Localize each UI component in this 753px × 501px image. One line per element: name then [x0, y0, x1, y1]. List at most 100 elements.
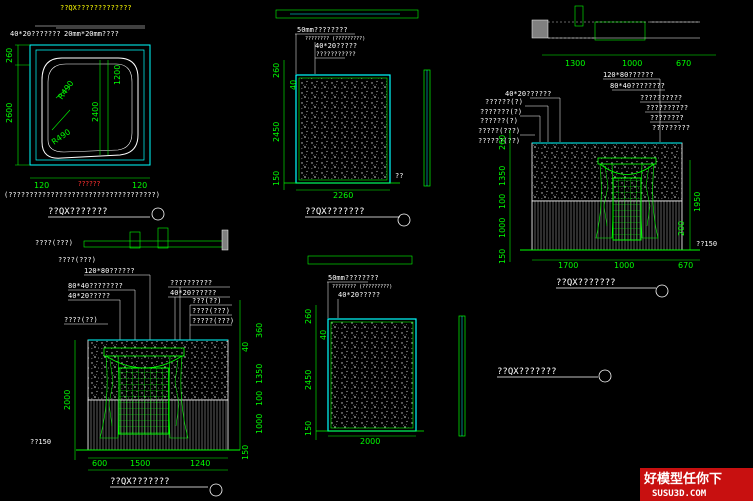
elev-c-dim-1300: 1300 — [565, 59, 585, 68]
watermark: 好模型任你下 SUSU3D.COM — [640, 468, 753, 501]
plan-note-top: ??QX????????????? — [60, 4, 132, 12]
elev-b-top-note: 50mm???????? — [328, 274, 379, 282]
elev-c-right-label-1: ?????????? — [646, 104, 688, 112]
free-title-index — [598, 369, 612, 383]
elev-c-dim-1000b: 1000 — [614, 261, 634, 270]
elev-c-index-mark — [655, 284, 669, 298]
plan-note-2: 40*20??????? — [10, 30, 61, 38]
elev-a-side: ?? — [395, 172, 403, 180]
elev-d-right-3: ????(???) — [192, 307, 230, 315]
elev-b-dim-260: 260 — [304, 309, 313, 324]
elev-d-dim-1500: 1500 — [130, 459, 150, 468]
elev-b-dim-2450: 2450 — [304, 370, 313, 390]
elev-c-dim-670b: 670 — [678, 261, 693, 270]
elev-d-window — [99, 347, 189, 439]
elev-d-right-4: ?????(???) — [192, 317, 234, 325]
elev-d-label-1: 80*40???????? — [68, 282, 123, 290]
plan-index-mark — [151, 207, 165, 221]
elev-c-dim-1000: 1000 — [622, 59, 642, 68]
plan-view: ??QX????????????? 40*20??????? 20mm*20mm… — [4, 4, 165, 221]
elev-c-dim-1000: 1000 — [498, 218, 507, 238]
elev-c-label-0: 120*80?????? — [603, 71, 654, 79]
plan-dim-2600: 2600 — [5, 103, 14, 123]
plan-dim-1200: 1200 — [113, 65, 122, 85]
elev-c-dim-1700: 1700 — [558, 261, 578, 270]
elev-b-dim-150: 150 — [304, 421, 313, 436]
elev-d-dim-360: 360 — [255, 323, 264, 338]
plan-red-label: ?????? — [78, 180, 101, 188]
plan-dim-120-right: 120 — [132, 181, 147, 190]
elev-c-right-label-0: ?????????? — [640, 94, 682, 102]
elev-d-dim-1000: 1000 — [255, 414, 264, 434]
elevation-d: ????(???) ????(???) 120*80?????? 80*40??… — [30, 227, 264, 497]
elev-a-dim-150: 150 — [272, 171, 281, 186]
elev-c-dim-260: 260 — [498, 135, 507, 150]
plan-note-3: 20mm*20mm???? — [64, 30, 119, 38]
elev-c-label-6: ?????(???) — [478, 127, 520, 135]
watermark-line-2: SUSU3D.COM — [652, 489, 707, 499]
elev-d-label-0: 120*80?????? — [84, 267, 135, 275]
plan-dim-120-left: 120 — [34, 181, 49, 190]
elevation-c: 1300 1000 670 120*80?????? 80*40????????… — [478, 5, 717, 298]
elev-d-dim-1240: 1240 — [190, 459, 210, 468]
elev-d-right-0: ?????????? — [170, 279, 212, 287]
elev-d-lab-top2: ????(???) — [58, 256, 96, 264]
watermark-line-1: 好模型任你下 — [643, 471, 722, 487]
elev-b-note-2: 40*20????? — [338, 291, 380, 299]
elev-a-note-3: ??????????? — [316, 51, 356, 58]
elev-c-window — [595, 157, 659, 241]
elev-c-tag: ??150 — [696, 240, 717, 248]
elev-d-dim-1350: 1350 — [255, 364, 264, 384]
plan-bottom-note: (???????????????????????????????????) — [4, 191, 160, 199]
plan-title: ??QX??????? — [48, 207, 108, 217]
plan-r490-bottom: R490 — [50, 127, 72, 146]
plan-r490-top: R490 — [56, 79, 75, 101]
elev-a-title: ??QX??????? — [305, 207, 365, 217]
elevation-b: 50mm???????? ???????? (?????????) 40*20?… — [304, 255, 466, 446]
elev-c-right-label-2: ???????? — [650, 114, 684, 122]
elev-c-dim-200: 200 — [677, 221, 686, 236]
elev-c-dim-150: 150 — [498, 249, 507, 264]
elev-a-note-2: 40*20????? — [315, 42, 357, 50]
elev-b-note-1: ???????? (?????????) — [332, 284, 392, 290]
elev-c-label-3: ??????(?) — [485, 98, 523, 106]
elev-c-dim-670: 670 — [676, 59, 691, 68]
elev-c-label-2: 40*20?????? — [505, 90, 551, 98]
elev-d-dim-40: 40 — [241, 342, 250, 352]
elev-a-note-1: ???????? (?????????) — [305, 36, 365, 42]
elev-a-index-mark — [397, 213, 411, 227]
elev-d-dim-600: 600 — [92, 459, 107, 468]
elev-d-lab-top: ????(???) — [35, 239, 73, 247]
elev-a-dim-2260: 2260 — [333, 191, 353, 200]
elev-c-dim-100: 100 — [498, 194, 507, 209]
elev-c-title: ??QX??????? — [556, 278, 616, 288]
elev-d-right-2: ???(??) — [192, 297, 222, 305]
elev-d-title: ??QX??????? — [110, 477, 170, 487]
elev-c-right-label-3: ????????? — [652, 124, 690, 132]
elev-d-dim-2000: 2000 — [63, 390, 72, 410]
elev-a-top-note: 50mm???????? — [297, 26, 348, 34]
elev-c-label-7: ??????(??) — [478, 137, 520, 145]
elev-c-label-5: ??????(?) — [480, 117, 518, 125]
free-title: ??QX??????? — [497, 367, 612, 383]
elev-d-dim-150: 150 — [241, 445, 250, 460]
elev-a-dim-260: 260 — [272, 63, 281, 78]
plan-dim-2400: 2400 — [91, 102, 100, 122]
elev-d-right-1: 40*20?????? — [170, 289, 216, 297]
elev-a-dim-2450: 2450 — [272, 122, 281, 142]
elev-d-dim-100: 100 — [255, 391, 264, 406]
free-title-text: ??QX??????? — [497, 367, 557, 377]
elev-d-label-2: 40*20????? — [68, 292, 110, 300]
elev-d-tag: ??150 — [30, 438, 51, 446]
elev-c-dim-1350: 1350 — [498, 166, 507, 186]
elev-c-dim-1950: 1950 — [693, 192, 702, 212]
elev-d-label-3: ????(??) — [64, 316, 98, 324]
elev-a-dim-40: 40 — [289, 80, 298, 90]
elev-c-label-4: ???????(?) — [480, 108, 522, 116]
elev-b-dim-2000: 2000 — [360, 437, 380, 446]
elev-b-dim-40: 40 — [319, 330, 328, 340]
elev-c-label-1: 80*40???????? — [610, 82, 665, 90]
plan-dim-260: 260 — [5, 48, 14, 63]
elevation-a: 50mm???????? ???????? (?????????) 40*20?… — [272, 9, 431, 227]
